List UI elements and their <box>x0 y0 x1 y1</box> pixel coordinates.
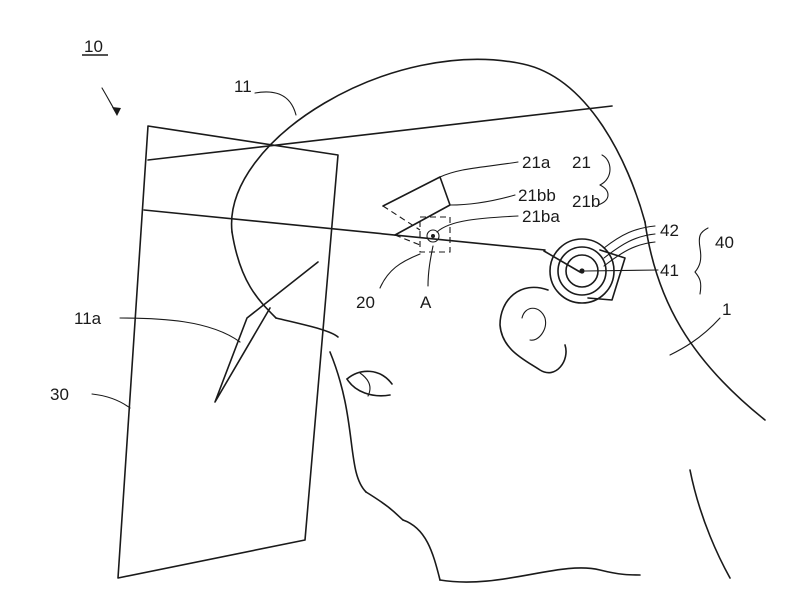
label-21a: 21a <box>522 153 551 172</box>
cap-brim <box>214 261 319 403</box>
ear <box>499 286 567 374</box>
label-40: 40 <box>715 233 734 252</box>
label-shield: 30 <box>50 385 69 404</box>
reference-labels: 10 11 11a 30 1 20 A 21a 21 21bb 21b 21ba… <box>50 37 734 404</box>
label-41: 41 <box>660 261 679 280</box>
label-detail-a: A <box>420 293 432 312</box>
label-21bb: 21bb <box>518 186 556 205</box>
eye <box>346 370 393 397</box>
arm-part-21a <box>382 176 451 236</box>
arm <box>143 105 613 273</box>
label-assembly: 10 <box>84 37 103 56</box>
label-cap-brim: 11a <box>74 309 102 328</box>
cap <box>230 58 646 319</box>
mount <box>382 205 451 253</box>
label-cap: 11 <box>234 77 252 96</box>
leader-lines <box>91 87 721 409</box>
label-21b: 21b <box>572 192 600 211</box>
label-42: 42 <box>660 221 679 240</box>
label-head: 1 <box>722 300 731 319</box>
label-21ba: 21ba <box>522 207 560 226</box>
label-21: 21 <box>572 153 591 172</box>
head <box>275 221 766 583</box>
face-shield <box>117 125 339 579</box>
label-mount: 20 <box>356 293 375 312</box>
